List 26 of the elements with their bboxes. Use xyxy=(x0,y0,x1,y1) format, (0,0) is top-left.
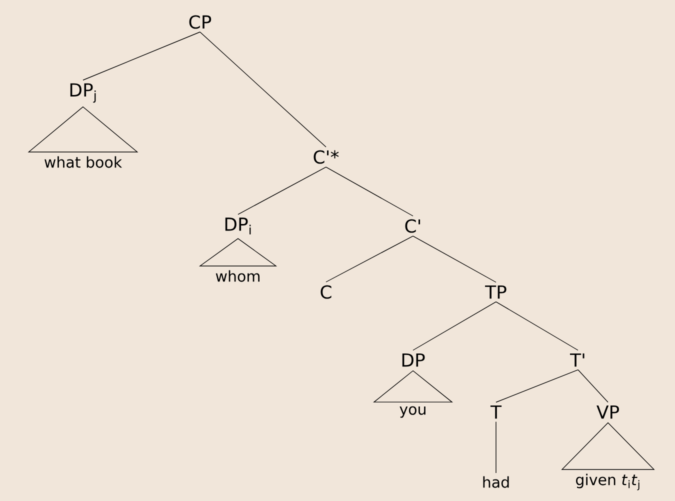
branch-line xyxy=(412,301,496,351)
branch-line xyxy=(82,32,200,80)
branch-line xyxy=(238,166,326,215)
branch-line xyxy=(326,236,414,282)
category-label: C' xyxy=(405,219,420,233)
leaf-word: what book xyxy=(44,156,122,168)
branch-line xyxy=(496,301,578,351)
leaf-word: had xyxy=(483,476,509,488)
category-label: DP xyxy=(402,353,425,367)
category-label: TP xyxy=(485,285,506,299)
category-label: C'* xyxy=(314,150,339,164)
category-label: CP xyxy=(189,15,212,29)
leaf-word: given t$_{i}$t$_{j}$ xyxy=(576,474,640,490)
branch-line xyxy=(496,369,578,403)
category-label: C xyxy=(320,285,332,299)
branch-line xyxy=(200,32,326,148)
leaf-word: whom xyxy=(216,270,260,282)
category-label: T xyxy=(490,405,502,419)
branch-line xyxy=(326,166,414,216)
category-label: VP xyxy=(596,405,619,419)
category-label: DP$_{i}$ xyxy=(225,218,251,234)
category-label: DP$_{j}$ xyxy=(70,83,96,103)
leaf-word: you xyxy=(400,406,426,418)
branch-line xyxy=(412,236,496,283)
category-label: T' xyxy=(570,353,584,367)
branch-line xyxy=(578,369,608,403)
